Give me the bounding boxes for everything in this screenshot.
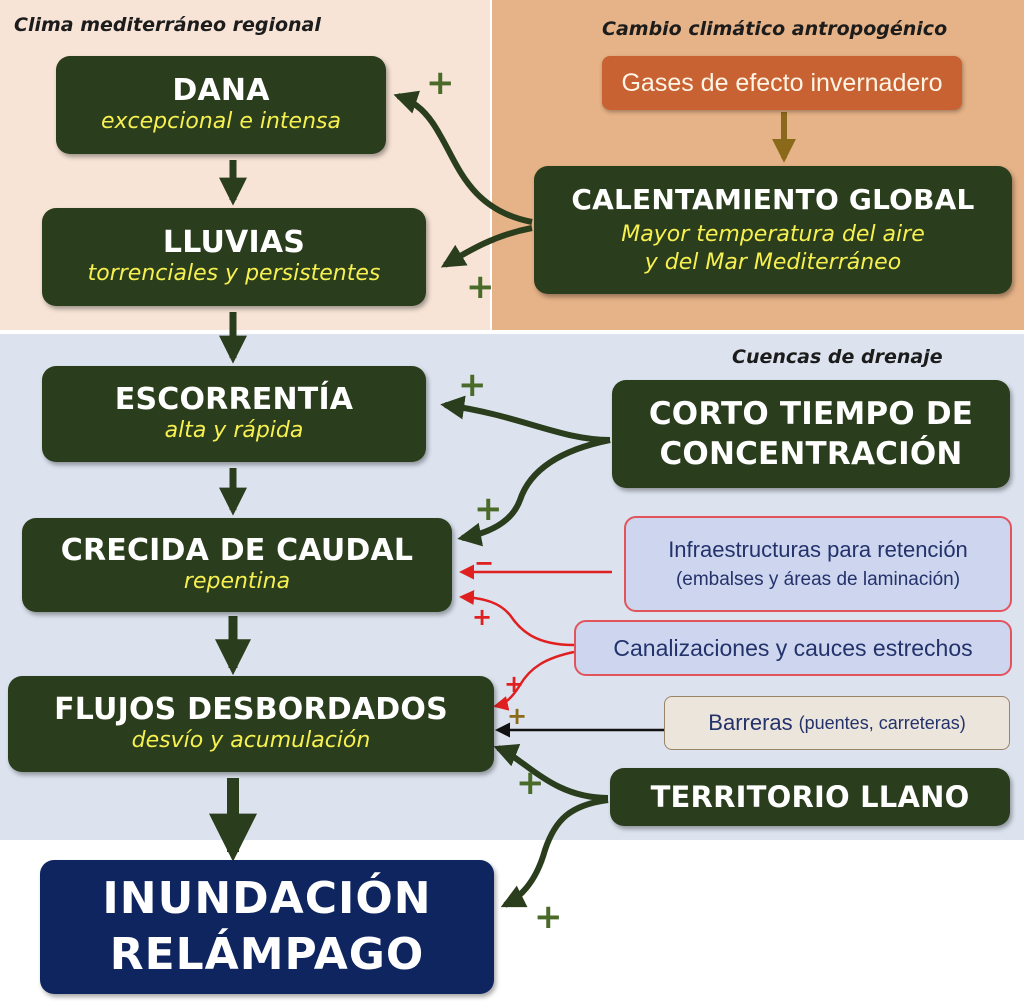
box-territorio: TERRITORIO LLANO xyxy=(610,768,1010,826)
box-canalizaciones: Canalizaciones y cauces estrechos xyxy=(574,620,1012,676)
box-crecida: CRECIDA DE CAUDAL repentina xyxy=(22,518,452,612)
plus-sign-dana: + xyxy=(426,63,455,103)
inundacion-line2: RELÁMPAGO xyxy=(109,929,425,980)
calentamiento-sub1: Mayor temperatura del aire xyxy=(621,222,925,247)
escorrentia-subtitle: alta y rápida xyxy=(164,418,304,443)
arrow-territorio-inundacion xyxy=(500,797,609,908)
plus-sign-territorio-flujos: + xyxy=(516,763,545,803)
plus-sign-escorrentia: + xyxy=(458,365,487,405)
minus-sign-infra: − xyxy=(474,549,495,577)
plus-sign-barreras: + xyxy=(507,702,528,730)
gases-title: Gases de efecto invernadero xyxy=(621,68,943,97)
box-lluvias: LLUVIAS torrenciales y persistentes xyxy=(42,208,426,306)
arrow-canal-crecida xyxy=(459,590,575,647)
barreras-detail: (puentes, carreteras) xyxy=(798,712,966,733)
plus-sign-canal-crecida: + xyxy=(472,603,493,631)
box-gases: Gases de efecto invernadero xyxy=(602,56,962,110)
lluvias-subtitle: torrenciales y persistentes xyxy=(87,261,381,286)
calentamiento-title: CALENTAMIENTO GLOBAL xyxy=(571,183,975,216)
crecida-title: CRECIDA DE CAUDAL xyxy=(60,533,414,568)
box-calentamiento: CALENTAMIENTO GLOBAL Mayor temperatura d… xyxy=(534,166,1012,294)
territorio-title: TERRITORIO LLANO xyxy=(650,780,970,814)
flujos-subtitle: desvío y acumulación xyxy=(131,728,371,753)
box-dana: DANA excepcional e intensa xyxy=(56,56,386,154)
infra-line1: Infraestructuras para retención xyxy=(668,537,968,562)
lluvias-title: LLUVIAS xyxy=(162,225,306,260)
box-escorrentia: ESCORRENTÍA alta y rápida xyxy=(42,366,426,462)
barreras-main: Barreras xyxy=(708,710,793,735)
box-inundacion: INUNDACIÓN RELÁMPAGO xyxy=(40,860,494,994)
arrow-territorio-flujos xyxy=(493,743,609,801)
box-infraestructuras: Infraestructuras para retención (embalse… xyxy=(624,516,1012,612)
escorrentia-title: ESCORRENTÍA xyxy=(114,382,354,417)
crecida-subtitle: repentina xyxy=(183,569,291,594)
region-label-cambio: Cambio climático antropogénico xyxy=(602,18,948,40)
calentamiento-sub2: y del Mar Mediterráneo xyxy=(644,250,902,275)
flujos-title: FLUJOS DESBORDADOS xyxy=(54,692,448,727)
dana-subtitle: excepcional e intensa xyxy=(101,109,341,134)
arrow-corto-escorrentia xyxy=(440,395,611,443)
corto-line2: CONCENTRACIÓN xyxy=(659,436,963,472)
corto-line1: CORTO TIEMPO DE xyxy=(648,396,974,432)
arrow-calentamiento-lluvias xyxy=(440,225,533,268)
dana-title: DANA xyxy=(172,73,270,108)
plus-sign-lluvias: + xyxy=(466,267,495,307)
arrow-corto-crecida xyxy=(457,437,611,547)
plus-sign-crecida: + xyxy=(474,489,503,529)
box-flujos: FLUJOS DESBORDADOS desvío y acumulación xyxy=(8,676,494,772)
arrow-canal-flujos xyxy=(493,650,575,711)
box-corto-tiempo: CORTO TIEMPO DE CONCENTRACIÓN xyxy=(612,380,1010,488)
plus-sign-territorio-inundacion: + xyxy=(534,897,563,937)
infra-line2: (embalses y áreas de laminación) xyxy=(675,569,961,590)
arrow-calentamiento-dana xyxy=(393,90,533,225)
box-barreras: Barreras (puentes, carreteras) xyxy=(664,696,1010,750)
plus-sign-canal-flujos: + xyxy=(504,670,525,698)
canal-title: Canalizaciones y cauces estrechos xyxy=(613,634,973,661)
region-label-clima: Clima mediterráneo regional xyxy=(14,14,321,36)
region-label-cuencas: Cuencas de drenaje xyxy=(732,346,943,368)
inundacion-line1: INUNDACIÓN xyxy=(102,873,432,924)
